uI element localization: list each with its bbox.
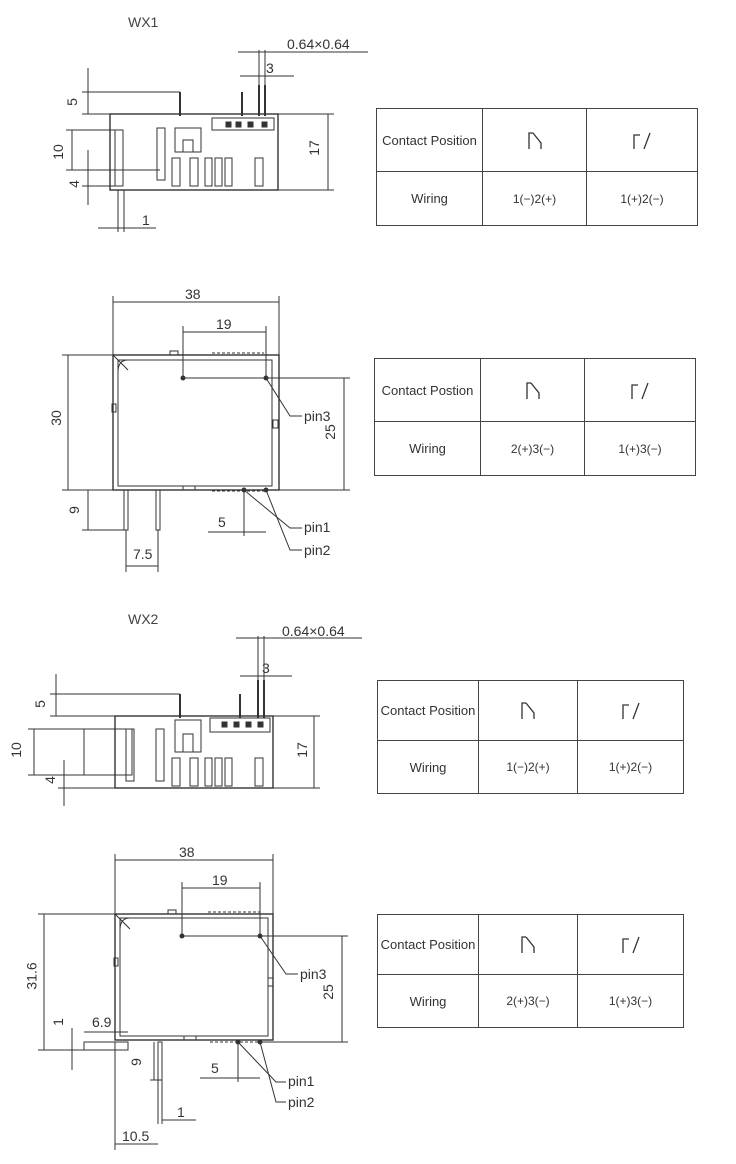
normally-closed-contact-icon xyxy=(527,131,542,149)
normally-closed-contact-icon xyxy=(521,702,535,719)
dim-1-label: 1 xyxy=(177,1104,185,1120)
wiring-value: 2(+)3(−) xyxy=(480,421,585,476)
dim-9-label: 9 xyxy=(65,506,82,514)
dim-19-label: 19 xyxy=(212,872,228,888)
contact-table-1: Contact Position Wiring 1(−)2(+) 1(+)2(−… xyxy=(376,108,698,226)
contact-position-header: Contact Position xyxy=(376,108,483,172)
normally-open-contact-icon xyxy=(633,132,651,149)
pin1-label: pin1 xyxy=(288,1073,315,1089)
wiring-label: Wiring xyxy=(376,171,483,226)
wx1-side-view xyxy=(66,50,368,232)
dim-17-label: 17 xyxy=(305,140,322,156)
dim-10-label: 10 xyxy=(7,742,24,758)
wiring-value: 1(+)2(−) xyxy=(577,740,684,794)
normally-open-contact-icon xyxy=(631,382,649,399)
no-symbol-cell xyxy=(577,914,684,975)
normally-closed-contact-icon xyxy=(525,381,540,399)
dim-19-label: 19 xyxy=(216,316,232,332)
pin2-label: pin2 xyxy=(304,542,331,558)
dim-3-label: 3 xyxy=(262,660,270,676)
contact-position-header: Contact Postion xyxy=(374,358,481,422)
normally-closed-contact-icon xyxy=(521,936,535,953)
no-symbol-cell xyxy=(584,358,696,422)
dim-4-label: 4 xyxy=(41,776,58,784)
dim-10-5-label: 10.5 xyxy=(122,1128,150,1144)
dim-pin-size-label: 0.64×0.64 xyxy=(282,623,345,639)
dim-6-9-label: 6.9 xyxy=(92,1014,112,1030)
dim-5-label: 5 xyxy=(211,1060,219,1076)
dim-1-left-label: 1 xyxy=(49,1018,66,1026)
pin3-label: pin3 xyxy=(300,966,327,982)
dim-7-5-label: 7.5 xyxy=(133,546,153,562)
wx2-title: WX2 xyxy=(128,611,159,627)
wiring-value: 1(+)3(−) xyxy=(584,421,696,476)
wx1-title: WX1 xyxy=(128,14,159,30)
normally-open-contact-icon xyxy=(621,936,640,954)
pin3-label: pin3 xyxy=(304,408,331,424)
wiring-value: 1(+)3(−) xyxy=(577,974,684,1028)
normally-open-contact-icon xyxy=(621,702,640,720)
contact-position-header: Contact Position xyxy=(377,914,479,975)
dim-1-label: 1 xyxy=(142,212,150,228)
wiring-value: 1(+)2(−) xyxy=(586,171,698,226)
dim-4-label: 4 xyxy=(65,180,82,188)
wx2-front-view xyxy=(38,854,348,1150)
dim-5-label: 5 xyxy=(31,700,48,708)
dim-17-label: 17 xyxy=(293,742,310,758)
dim-38-label: 38 xyxy=(185,286,201,302)
dim-5-label: 5 xyxy=(218,514,226,530)
dim-38-label: 38 xyxy=(179,844,195,860)
contact-position-header: Contact Position xyxy=(377,680,479,741)
dim-30-label: 30 xyxy=(47,410,64,426)
pin1-label: pin1 xyxy=(304,519,331,535)
contact-table-3: Contact Position Wiring 1(−)2(+) 1(+)2(−… xyxy=(377,680,684,794)
dim-10-label: 10 xyxy=(49,144,66,160)
dim-31-6-label: 31.6 xyxy=(23,962,40,990)
pin2-label: pin2 xyxy=(288,1094,315,1110)
nc-symbol-cell xyxy=(482,108,587,172)
nc-symbol-cell xyxy=(480,358,585,422)
no-symbol-cell xyxy=(586,108,698,172)
wx2-side-view xyxy=(28,636,362,806)
dim-25-label: 25 xyxy=(321,424,338,440)
wiring-label: Wiring xyxy=(374,421,481,476)
wiring-label: Wiring xyxy=(377,974,479,1028)
dim-9-label: 9 xyxy=(127,1058,144,1066)
contact-table-2: Contact Postion Wiring 2(+)3(−) 1(+)3(−) xyxy=(374,358,696,476)
wiring-value: 1(−)2(+) xyxy=(478,740,578,794)
nc-symbol-cell xyxy=(478,680,578,741)
dim-25-label: 25 xyxy=(319,984,336,1000)
no-symbol-cell xyxy=(577,680,684,741)
dim-5-label: 5 xyxy=(63,98,80,106)
nc-symbol-cell xyxy=(478,914,578,975)
contact-table-4: Contact Position Wiring 2(+)3(−) 1(+)3(−… xyxy=(377,914,684,1028)
dim-pin-size-label: 0.64×0.64 xyxy=(287,36,350,52)
wiring-value: 2(+)3(−) xyxy=(478,974,578,1028)
wiring-label: Wiring xyxy=(377,740,479,794)
dim-3-label: 3 xyxy=(266,60,274,76)
wiring-value: 1(−)2(+) xyxy=(482,171,587,226)
wx1-front-view xyxy=(62,296,350,572)
